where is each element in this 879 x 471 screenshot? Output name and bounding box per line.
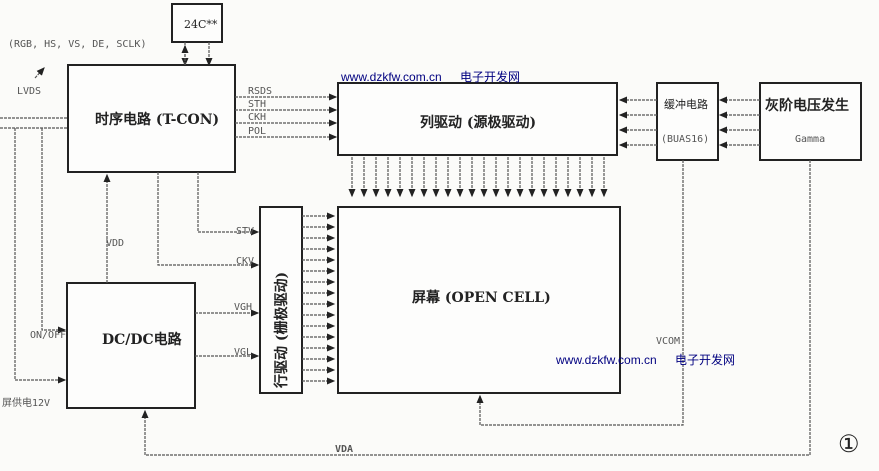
watermark-name: 电子开发网: [460, 69, 520, 84]
watermark-url: www.dzkfw.com.cn: [340, 70, 442, 84]
dcdc-label: DC/DC电路: [102, 331, 183, 348]
eeprom-box: [171, 3, 223, 43]
watermark-name: 电子开发网: [675, 352, 735, 367]
signal-rsds: RSDS: [248, 86, 272, 97]
row-driver-box: [259, 206, 303, 394]
vdd-label: VDD: [106, 238, 124, 249]
screen-box: [337, 206, 621, 394]
signal-sth: STH: [248, 99, 266, 110]
signal-pol: POL: [248, 126, 266, 137]
on-off-label: ON/OFF: [30, 330, 66, 341]
eeprom-label: 24C**: [184, 18, 218, 31]
stv-label: STV: [236, 226, 254, 237]
input-signals-label: (RGB, HS, VS, DE, SCLK): [8, 39, 146, 50]
tcon-box: [67, 64, 236, 173]
signal-ckh: CKH: [248, 112, 266, 123]
column-driver-label: 列驱动 (源极驱动): [420, 114, 536, 131]
dcdc-box: [66, 282, 196, 409]
screen-label: 屏幕 (OPEN CELL): [412, 289, 551, 306]
tcon-label: 时序电路 (T-CON): [95, 111, 219, 128]
power-label: 屏供电12V: [2, 396, 50, 409]
gamma-sub: Gamma: [795, 134, 825, 145]
column-driver-box: [337, 82, 618, 156]
buffer-box: [656, 82, 719, 161]
vda-label: VDA: [335, 444, 353, 455]
figure-number: ①: [838, 430, 860, 458]
lvds-label: LVDS: [17, 86, 41, 97]
buffer-part: (BUAS16): [661, 134, 709, 145]
buffer-title: 缓冲电路: [664, 97, 708, 111]
vgh-label: VGH: [234, 302, 252, 313]
gamma-title: 灰阶电压发生: [765, 97, 849, 114]
connectors: [0, 42, 811, 456]
row-driver-label: 行驱动 (栅极驱动): [273, 272, 290, 389]
gamma-box: [759, 82, 862, 161]
ckv-label: CKV: [236, 256, 254, 267]
vgl-label: VGL: [234, 347, 252, 358]
watermark-url: www.dzkfw.com.cn: [555, 353, 657, 367]
vcom-label: VCOM: [656, 336, 680, 347]
